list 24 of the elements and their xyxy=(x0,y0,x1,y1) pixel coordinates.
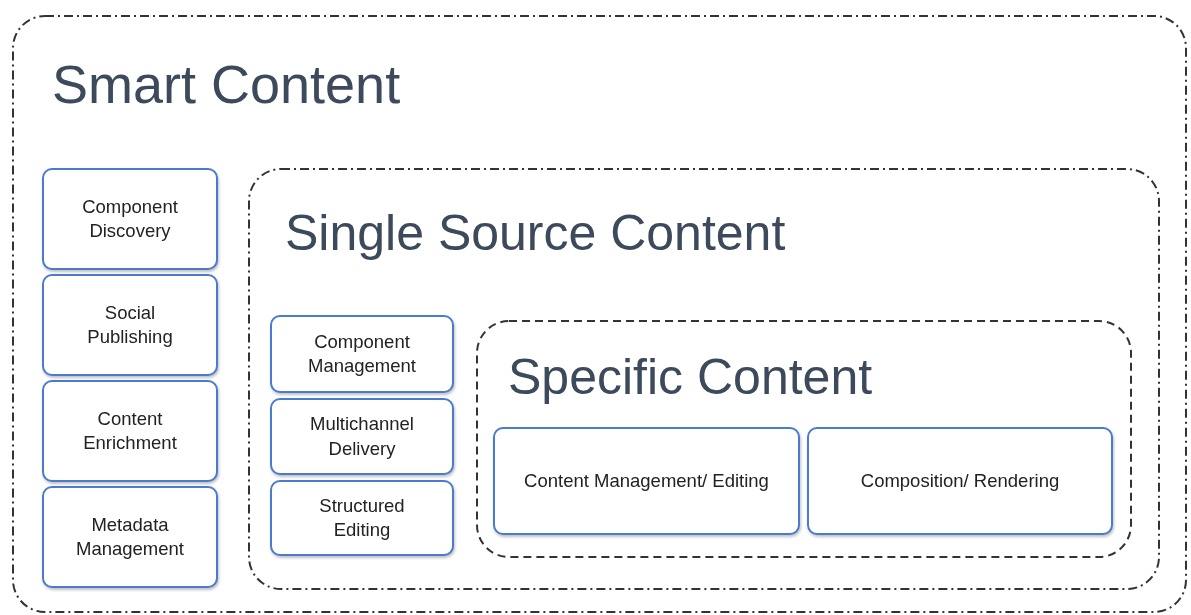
box-label: Content Enrichment xyxy=(82,406,178,455)
process-box xyxy=(270,398,454,475)
process-box xyxy=(270,480,454,556)
section-title: Specific Content xyxy=(508,352,873,402)
process-box xyxy=(493,427,800,535)
box-label: Component Discovery xyxy=(81,194,179,243)
process-box xyxy=(42,380,218,482)
process-box xyxy=(42,274,218,376)
process-box xyxy=(270,315,454,393)
box-label: Social Publishing xyxy=(86,300,174,349)
dashed-container xyxy=(12,15,1187,613)
box-label: Multichannel Delivery xyxy=(309,412,415,461)
box-label: Composition/ Rendering xyxy=(859,468,1061,493)
box-label: Metadata Management xyxy=(75,512,185,561)
process-box xyxy=(807,427,1113,535)
process-box xyxy=(42,168,218,270)
process-box xyxy=(42,486,218,588)
section-title: Smart Content xyxy=(52,57,401,111)
dashed-container xyxy=(476,320,1132,558)
box-label: Content Management/ Editing xyxy=(523,468,770,493)
box-label: Component Management xyxy=(307,329,417,378)
section-title: Single Source Content xyxy=(285,208,786,258)
box-label: Structured Editing xyxy=(318,493,406,542)
dashed-container xyxy=(248,168,1160,590)
